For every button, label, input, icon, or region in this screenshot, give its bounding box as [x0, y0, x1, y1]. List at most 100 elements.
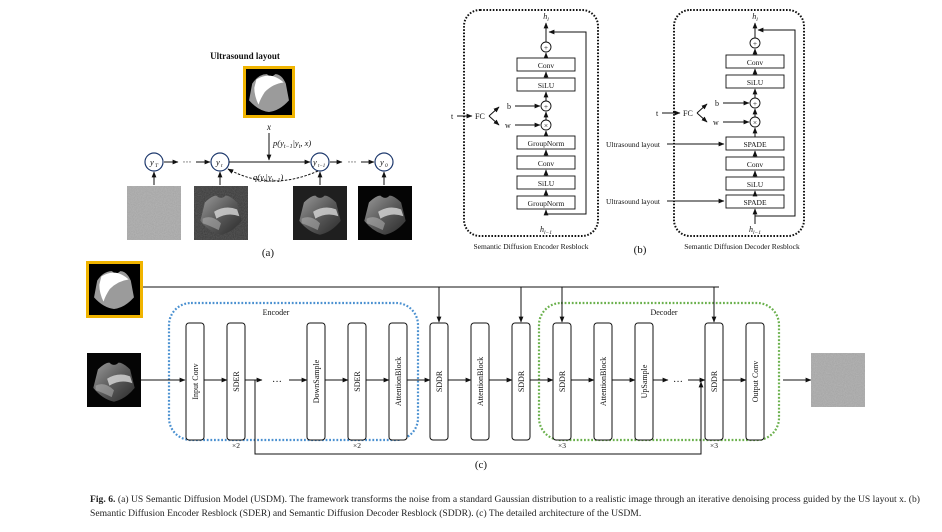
svg-text:0: 0 [385, 163, 388, 169]
svg-text:AttentionBlock: AttentionBlock [599, 357, 608, 406]
svg-text:Conv: Conv [747, 58, 764, 67]
repeat-count: ×2 [232, 441, 240, 450]
layout-image [243, 66, 295, 118]
block-spade: SPADE [725, 194, 785, 209]
node-y0: y 0 [374, 152, 394, 172]
arch-block-output-conv: Output Conv [745, 322, 765, 441]
layout-input-image [86, 261, 143, 318]
block-silu: SiLU [725, 176, 785, 191]
ellipsis: ··· [272, 377, 282, 388]
svg-text:Conv: Conv [538, 159, 555, 168]
h-l-1-label: hl−1 [540, 225, 552, 236]
residual-connection [755, 27, 796, 217]
decoder-border [537, 301, 781, 442]
arch-block-input-conv: Input Conv [185, 322, 205, 441]
arch-block-downsample: DownSample [306, 322, 326, 441]
svg-text:+: + [544, 43, 548, 52]
q-transition-label: q(yt|yt−1) [253, 172, 283, 184]
arch-block-attentionblock: AttentionBlock [470, 322, 490, 441]
panel-a: Ultrasound layout x p(yt−1|yt, x) y T y … [127, 51, 412, 259]
panel-b-label: (b) [634, 244, 647, 256]
layout-input-label-2: Ultrasound layout [606, 197, 661, 206]
encoder-border [167, 301, 420, 442]
b-label: b [507, 102, 511, 111]
w-label: w [713, 118, 719, 127]
node-yT: y T [144, 152, 164, 172]
block-silu: SiLU [516, 175, 576, 190]
fc-label: FC [475, 112, 485, 121]
arch-block-sddr: SDDR ×3 [552, 322, 572, 450]
block-conv: Conv [516, 155, 576, 170]
arch-block-attentionblock: AttentionBlock [593, 322, 613, 441]
svg-text:SPADE: SPADE [743, 140, 766, 149]
svg-text:SiLU: SiLU [747, 78, 764, 87]
h-l-label: hl [543, 12, 549, 23]
svg-text:SPADE: SPADE [743, 198, 766, 207]
svg-text:SDER: SDER [232, 371, 241, 392]
p-transition-label: p(yt−1|yt, x) [272, 138, 311, 150]
encoder-label: Encoder [263, 308, 290, 317]
repeat-count: ×3 [710, 441, 718, 450]
ultrasound-input-image [87, 353, 141, 407]
panel-c-label: (c) [475, 459, 488, 471]
add-node [749, 37, 761, 49]
svg-text:SiLU: SiLU [538, 81, 555, 90]
skip-connection [254, 380, 704, 455]
svg-text:y: y [312, 157, 317, 167]
repeat-count: ×2 [353, 441, 361, 450]
block-groupnorm: GroupNorm [516, 135, 576, 150]
h-l-label: hl [752, 12, 758, 23]
svg-text:SDDR: SDDR [558, 370, 567, 392]
block-conv: Conv [725, 54, 785, 69]
svg-text:UpSample: UpSample [640, 364, 649, 398]
fc-label: FC [683, 109, 693, 118]
encoder-resblock-title: Semantic Diffusion Encoder Resblock [473, 242, 588, 251]
ellipsis: ··· [673, 377, 683, 388]
residual-connection [546, 29, 587, 215]
svg-text:AttentionBlock: AttentionBlock [476, 357, 485, 406]
svg-text:SiLU: SiLU [538, 179, 555, 188]
block-conv: Conv [516, 57, 576, 72]
t-label: t [656, 109, 659, 118]
output-noise-image [811, 353, 865, 407]
panel-a-label: (a) [262, 247, 275, 259]
node-yt: y t [210, 152, 230, 172]
decoder-resblock-border [673, 9, 805, 237]
svg-text:+: + [753, 39, 757, 48]
repeat-count: ×3 [558, 441, 566, 450]
panel-c: Encoder Decoder Input Conv SDER ×2 DownSamp… [86, 261, 865, 471]
svg-text:GroupNorm: GroupNorm [528, 139, 565, 148]
arch-block-attentionblock: AttentionBlock [388, 322, 408, 441]
figure-caption: Fig. 6. (a) US Semantic Diffusion Model … [90, 493, 920, 521]
layout-title: Ultrasound layout [210, 51, 280, 61]
block-silu: SiLU [516, 77, 576, 92]
svg-text:+: + [544, 102, 548, 111]
block-spade: SPADE [725, 136, 785, 151]
svg-text:Output Conv: Output Conv [751, 361, 760, 403]
arch-block-sder: SDER ×2 [226, 322, 246, 450]
arch-block-upsample: UpSample [634, 322, 654, 441]
add-node [749, 97, 761, 109]
svg-text:Conv: Conv [538, 61, 555, 70]
svg-text:Input Conv: Input Conv [191, 363, 200, 399]
multiply-node [749, 116, 761, 128]
arch-block-sder: SDER ×2 [347, 322, 367, 450]
x-label: x [266, 122, 271, 132]
arch-block-sddr: SDDR [429, 322, 449, 441]
ultrasound-image-y0 [358, 186, 412, 240]
add-node [540, 100, 552, 112]
svg-text:GroupNorm: GroupNorm [528, 199, 565, 208]
svg-text:SDER: SDER [353, 371, 362, 392]
t-label: t [451, 112, 454, 121]
svg-text:×: × [753, 118, 757, 127]
svg-text:t: t [221, 163, 223, 169]
block-silu: SiLU [725, 74, 785, 89]
ellipsis: ··· [183, 157, 192, 167]
svg-text:y: y [149, 157, 154, 167]
decoder-label: Decoder [650, 308, 677, 317]
svg-text:y: y [215, 157, 220, 167]
ultrasound-image-yt-1 [293, 186, 347, 240]
layout-input-label-1: Ultrasound layout [606, 140, 661, 149]
